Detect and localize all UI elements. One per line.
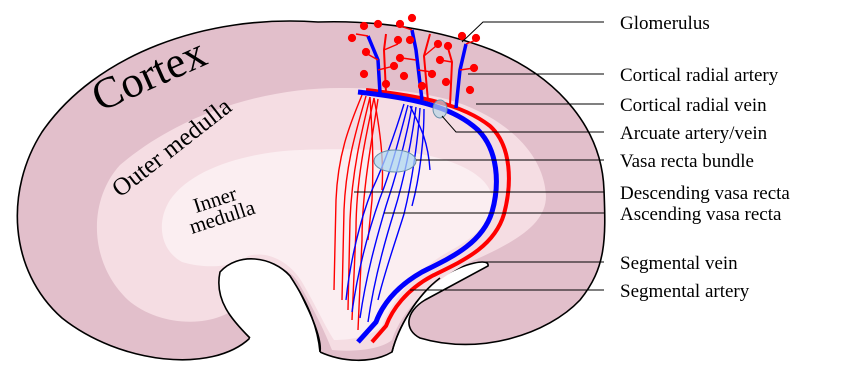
arcuate-marker (433, 100, 447, 118)
cortical-radial-artery-label: Cortical radial artery (620, 65, 779, 86)
vasa-recta-bundle-ellipse (374, 150, 416, 172)
callout-labels: Glomerulus Cortical radial artery Cortic… (620, 13, 790, 302)
arcuate-artery-vein-label: Arcuate artery/vein (620, 123, 768, 144)
glomerulus-label: Glomerulus (620, 13, 710, 34)
vasa-recta-bundle-label: Vasa recta bundle (620, 151, 754, 172)
ascending-vasa-recta-label: Ascending vasa recta (620, 204, 782, 225)
cortical-radial-vein-label: Cortical radial vein (620, 95, 767, 116)
descending-vasa-recta-label: Descending vasa recta (620, 183, 790, 204)
segmental-artery-label: Segmental artery (620, 281, 750, 302)
segmental-vein-label: Segmental vein (620, 253, 738, 274)
